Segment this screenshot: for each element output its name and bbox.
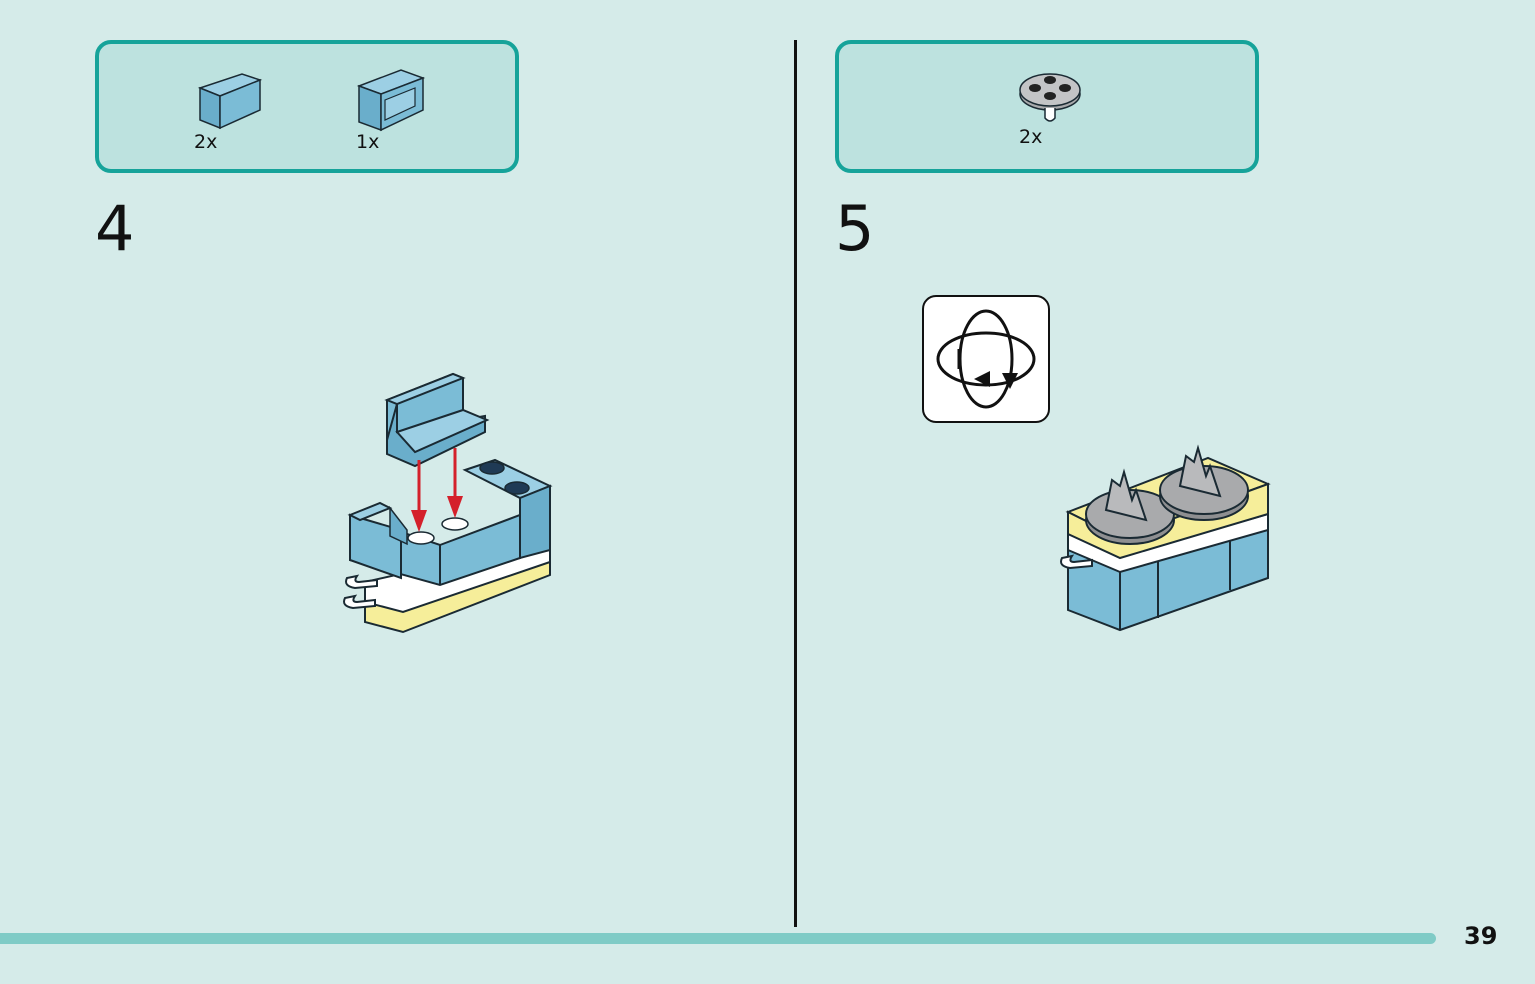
bracket-part-icon <box>197 73 263 130</box>
page-number: 39 <box>1464 922 1498 950</box>
step-number: 4 <box>95 192 135 265</box>
parts-list-box-step-4: 2x 1x <box>95 40 519 173</box>
part-quantity: 1x <box>356 131 380 153</box>
step-number: 5 <box>835 192 875 265</box>
page-divider <box>794 40 797 927</box>
part-quantity: 2x <box>1019 126 1043 148</box>
step-5-build-illustration <box>1060 444 1271 632</box>
parts-list-box-step-5: 2x <box>835 40 1259 173</box>
corner-panel-part-icon <box>356 69 426 132</box>
rotate-arrows-icon <box>936 309 1036 409</box>
step-4-build-illustration <box>343 372 553 634</box>
page-footer-bar <box>0 933 1436 944</box>
part-quantity: 2x <box>194 131 218 153</box>
rotate-model-icon <box>922 295 1050 423</box>
round-plate-part-icon <box>1019 73 1081 122</box>
